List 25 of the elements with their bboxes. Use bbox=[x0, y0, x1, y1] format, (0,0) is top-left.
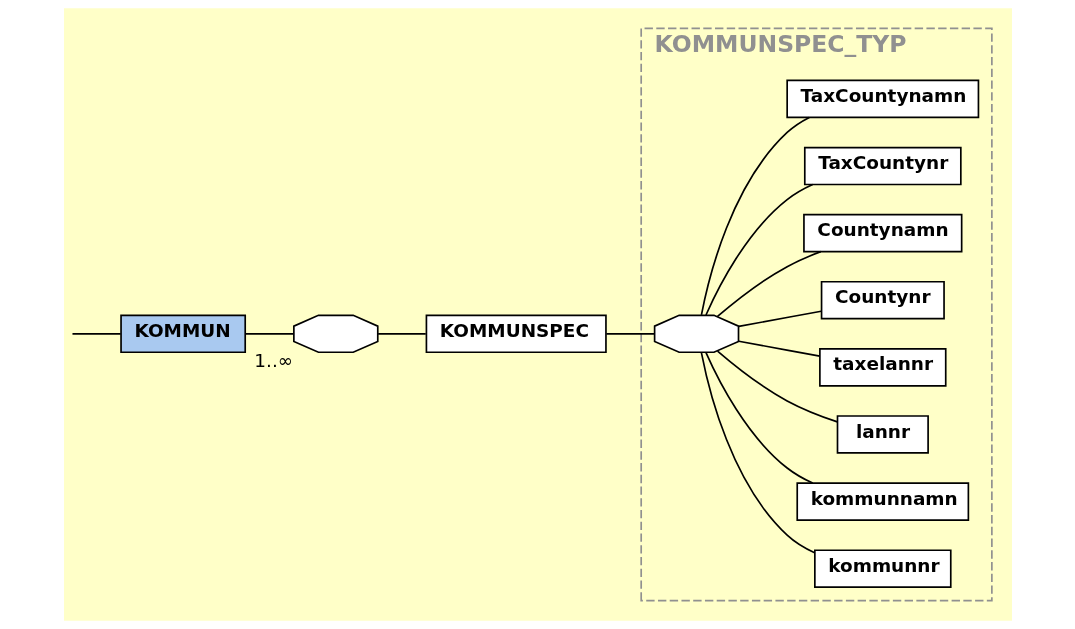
node-octagon bbox=[292, 314, 379, 354]
node-box: Countynr bbox=[820, 280, 945, 320]
node-box: kommunnamn bbox=[795, 482, 969, 521]
node-box: KOMMUN bbox=[119, 314, 246, 354]
node-box: lannr bbox=[836, 415, 929, 454]
connector bbox=[716, 350, 838, 423]
node-box: KOMMUNSPEC bbox=[425, 314, 607, 354]
node-label: 1..∞ bbox=[253, 350, 293, 372]
node-box: TaxCountynr bbox=[803, 146, 962, 186]
node-octagon bbox=[653, 314, 739, 354]
connector bbox=[704, 351, 813, 484]
connector bbox=[605, 332, 655, 335]
node-box: Countynamn bbox=[802, 213, 962, 253]
node-box: kommunnr bbox=[813, 549, 952, 588]
connector bbox=[737, 310, 822, 328]
connector bbox=[700, 116, 810, 316]
connector bbox=[700, 351, 815, 554]
connector bbox=[71, 332, 121, 335]
connector bbox=[244, 332, 294, 335]
connector bbox=[716, 250, 822, 318]
connector bbox=[376, 332, 427, 335]
node-box: TaxCountynamn bbox=[785, 79, 979, 119]
connector bbox=[704, 183, 813, 316]
connector bbox=[737, 340, 821, 357]
node-box: taxelannr bbox=[818, 348, 947, 387]
